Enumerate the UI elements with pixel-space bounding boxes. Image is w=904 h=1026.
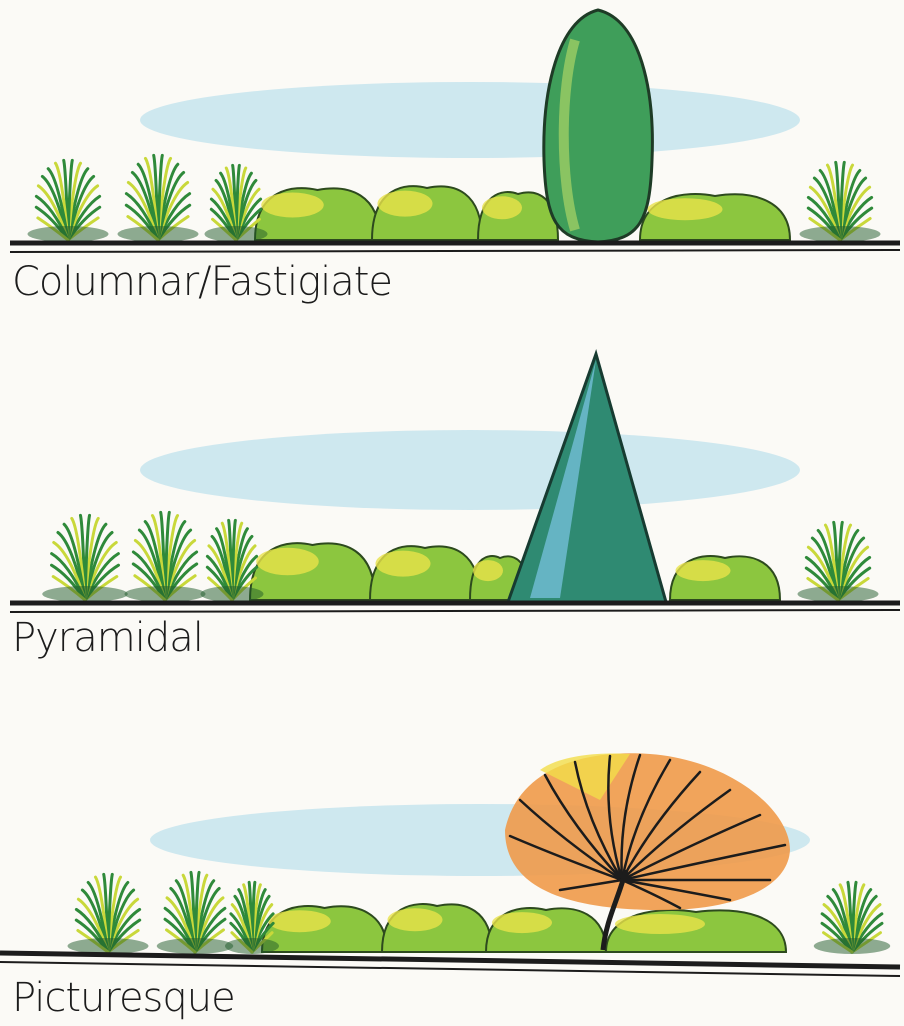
form-label-columnar: Columnar/Fastigiate [12,262,392,302]
columnar-scene [0,0,904,270]
panel-pyramidal: Pyramidal [0,340,904,680]
pyramidal-scene [0,340,904,620]
columnar-tree [544,10,653,242]
panel-picturesque: Picturesque [0,740,904,1026]
sky-wash [140,430,800,510]
form-label-pyramidal: Pyramidal [12,618,203,658]
sky-wash [140,82,800,158]
picturesque-scene [0,740,904,980]
shrub-row [262,904,786,952]
panel-columnar: Columnar/Fastigiate [0,0,904,330]
form-label-picturesque: Picturesque [12,978,235,1018]
shrub-row [255,186,790,240]
